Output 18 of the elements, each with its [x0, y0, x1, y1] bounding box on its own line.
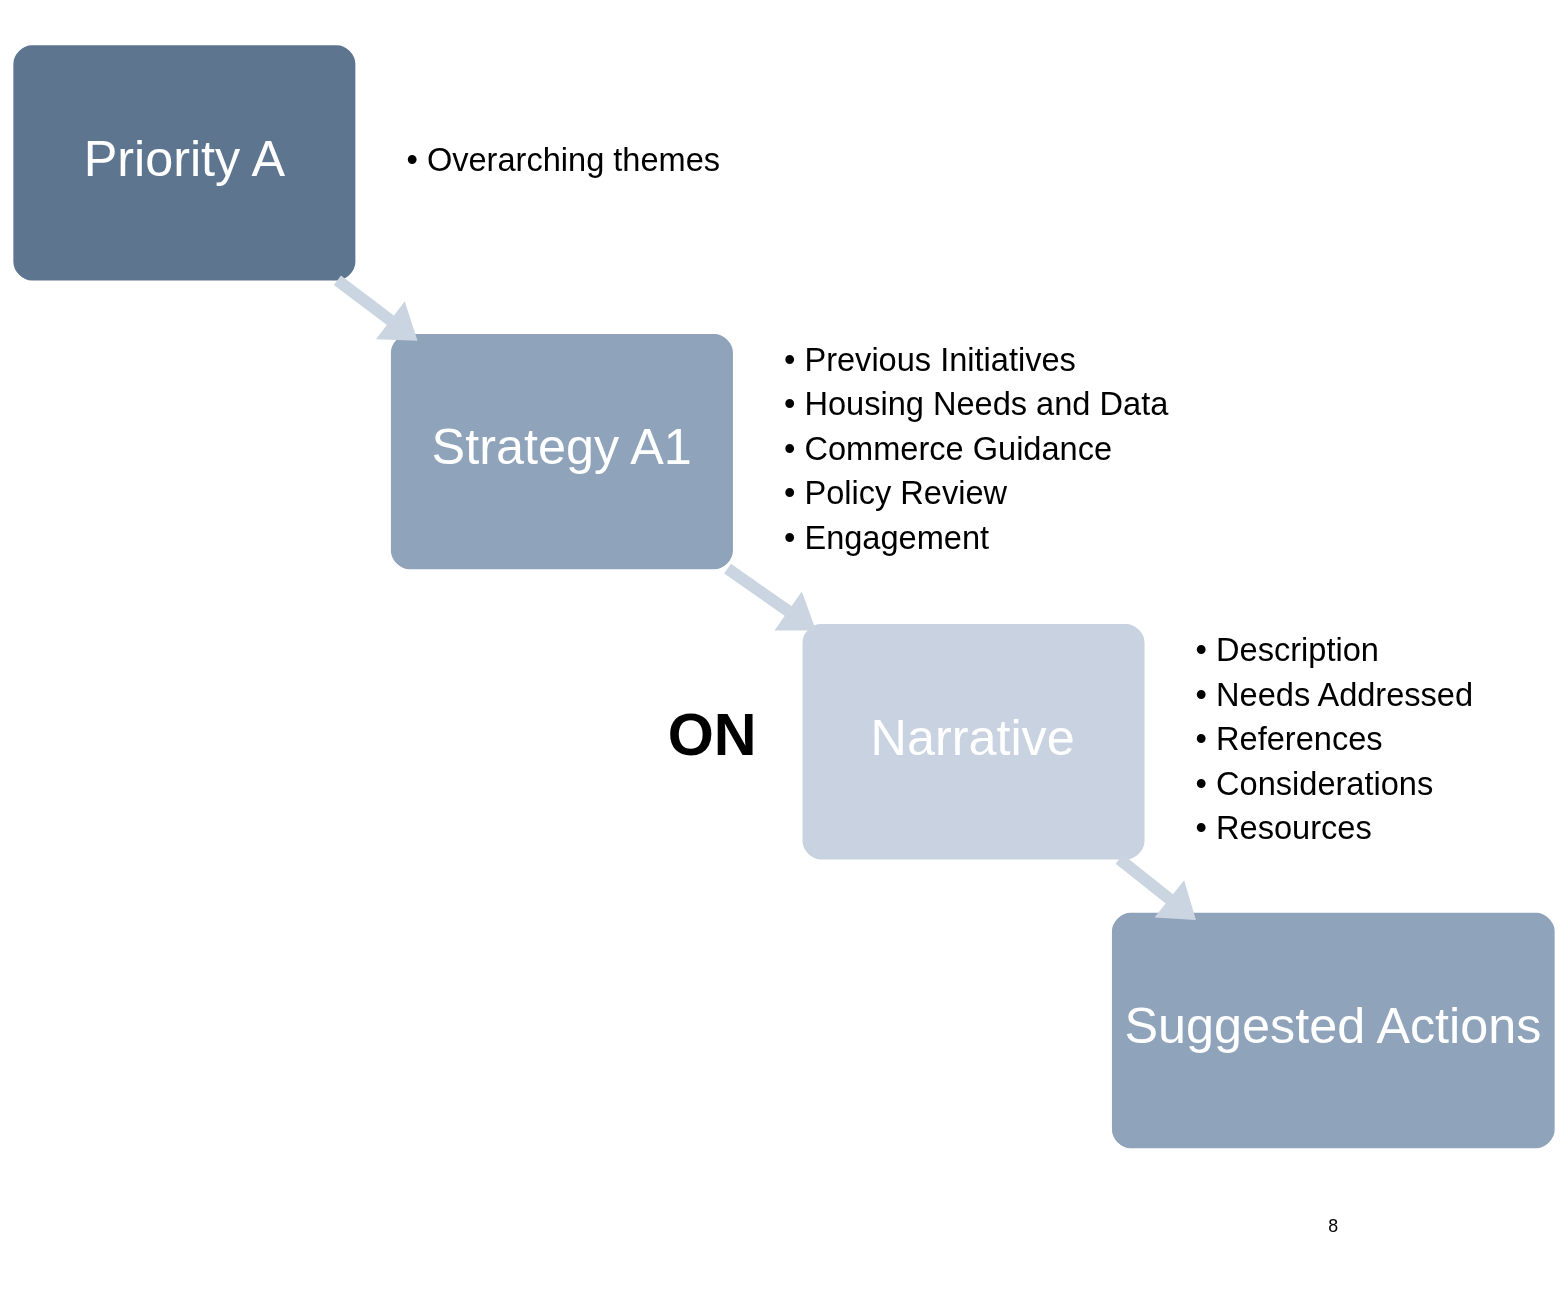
node-label: • Housing Needs and Data [784, 386, 1169, 423]
label: 8 [1328, 1216, 1339, 1237]
label: ON [667, 701, 757, 769]
node-box: Suggested Actions [1111, 912, 1555, 1149]
node-box: Priority A [13, 45, 356, 281]
node-box: Strategy A1 [390, 333, 733, 570]
node-label: • Policy Review [784, 475, 1008, 512]
node-label: • Overarching themes [406, 142, 721, 179]
arrow [333, 275, 418, 341]
node-label: • Description [1195, 632, 1379, 669]
node-label: • Commerce Guidance [784, 430, 1113, 467]
node-label: • Considerations [1195, 765, 1434, 802]
node-label: • Resources [1195, 809, 1372, 846]
node-label: • Needs Addressed [1195, 676, 1474, 713]
node-label: • Previous Initiatives [784, 342, 1076, 379]
arrow [724, 563, 816, 631]
node-label: • References [1195, 721, 1383, 758]
node-label: • Engagement [784, 519, 990, 556]
